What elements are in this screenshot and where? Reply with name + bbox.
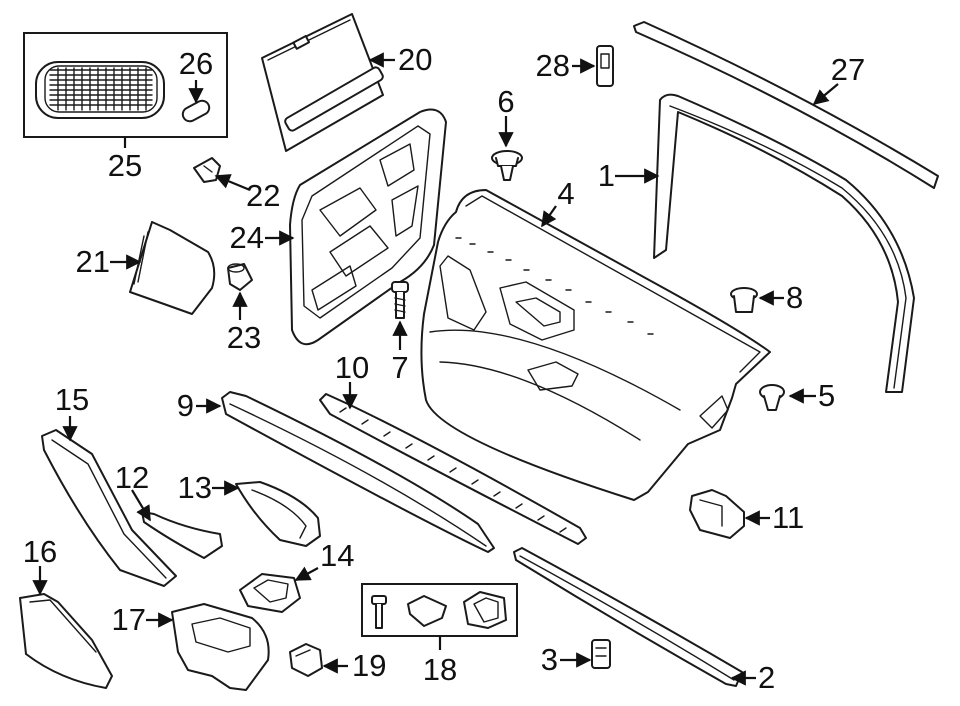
part-16-end-cap: [19, 593, 113, 689]
callout-5: 5: [818, 378, 835, 413]
callout-16: 16: [23, 534, 57, 569]
callout-22: 22: [246, 178, 280, 213]
part-17-armrest: [171, 603, 270, 691]
callout-17: 17: [112, 602, 146, 637]
part-14-switch-bezel: [239, 573, 301, 613]
part-10-carrier-strip: [319, 393, 587, 545]
part-4-door-trim-panel: [420, 189, 771, 501]
callout-18: 18: [423, 652, 457, 687]
part-27-roof-strip: [633, 21, 939, 189]
part-9-trim-strip: [221, 391, 495, 553]
part-22-clip: [193, 157, 221, 183]
part-25-grille: [35, 61, 165, 119]
part-19-switch: [289, 643, 323, 677]
callout-15: 15: [55, 382, 89, 417]
part-8-plug: [730, 287, 758, 313]
callout-14: 14: [320, 538, 354, 573]
callout-28: 28: [536, 48, 570, 83]
callout-labels: 1 2 3 4 5 6 7 8 9 10 11 12 13 14 15 16 1…: [23, 42, 865, 695]
part-21-speaker-housing: [129, 221, 216, 315]
callout-13: 13: [178, 470, 212, 505]
callout-1: 1: [598, 158, 615, 193]
part-28-clip: [596, 45, 614, 87]
callout-4: 4: [557, 176, 574, 211]
callout-20: 20: [398, 42, 432, 77]
callout-8: 8: [786, 280, 803, 315]
part-25-group: [23, 32, 228, 138]
callout-19: 19: [352, 648, 386, 683]
part-18-screw: [371, 595, 387, 629]
part-20-sunshade: [261, 13, 384, 152]
callout-27: 27: [831, 52, 865, 87]
part-1-window-seal: [653, 93, 915, 393]
part-12-trim-piece: [141, 511, 223, 559]
callout-7: 7: [391, 350, 408, 385]
callout-10: 10: [335, 350, 369, 385]
part-23-cap: [227, 263, 253, 291]
callout-24: 24: [230, 220, 264, 255]
part-18-clip: [407, 595, 447, 627]
callout-26: 26: [179, 46, 213, 81]
part-13-handle-cover: [235, 481, 321, 547]
callout-9: 9: [177, 388, 194, 423]
callout-23: 23: [227, 320, 261, 355]
callout-12: 12: [115, 460, 149, 495]
callout-25: 25: [108, 148, 142, 183]
part-5-clip: [759, 384, 785, 411]
part-18-group: [361, 583, 518, 637]
callout-21: 21: [76, 244, 110, 279]
part-24-carrier: [289, 108, 447, 346]
part-26-clip: [181, 99, 211, 123]
part-6-clip: [491, 150, 523, 181]
part-15-pillar-trim: [41, 429, 177, 587]
callout-3: 3: [541, 642, 558, 677]
callout-6: 6: [497, 84, 514, 119]
callout-11: 11: [772, 500, 804, 535]
callout-2: 2: [758, 660, 775, 695]
part-2-sill-strip: [513, 547, 743, 687]
part-18-cover: [463, 591, 507, 629]
part-11-bracket: [689, 489, 745, 539]
part-7-screw: [391, 281, 409, 319]
part-3-clip: [591, 639, 611, 669]
